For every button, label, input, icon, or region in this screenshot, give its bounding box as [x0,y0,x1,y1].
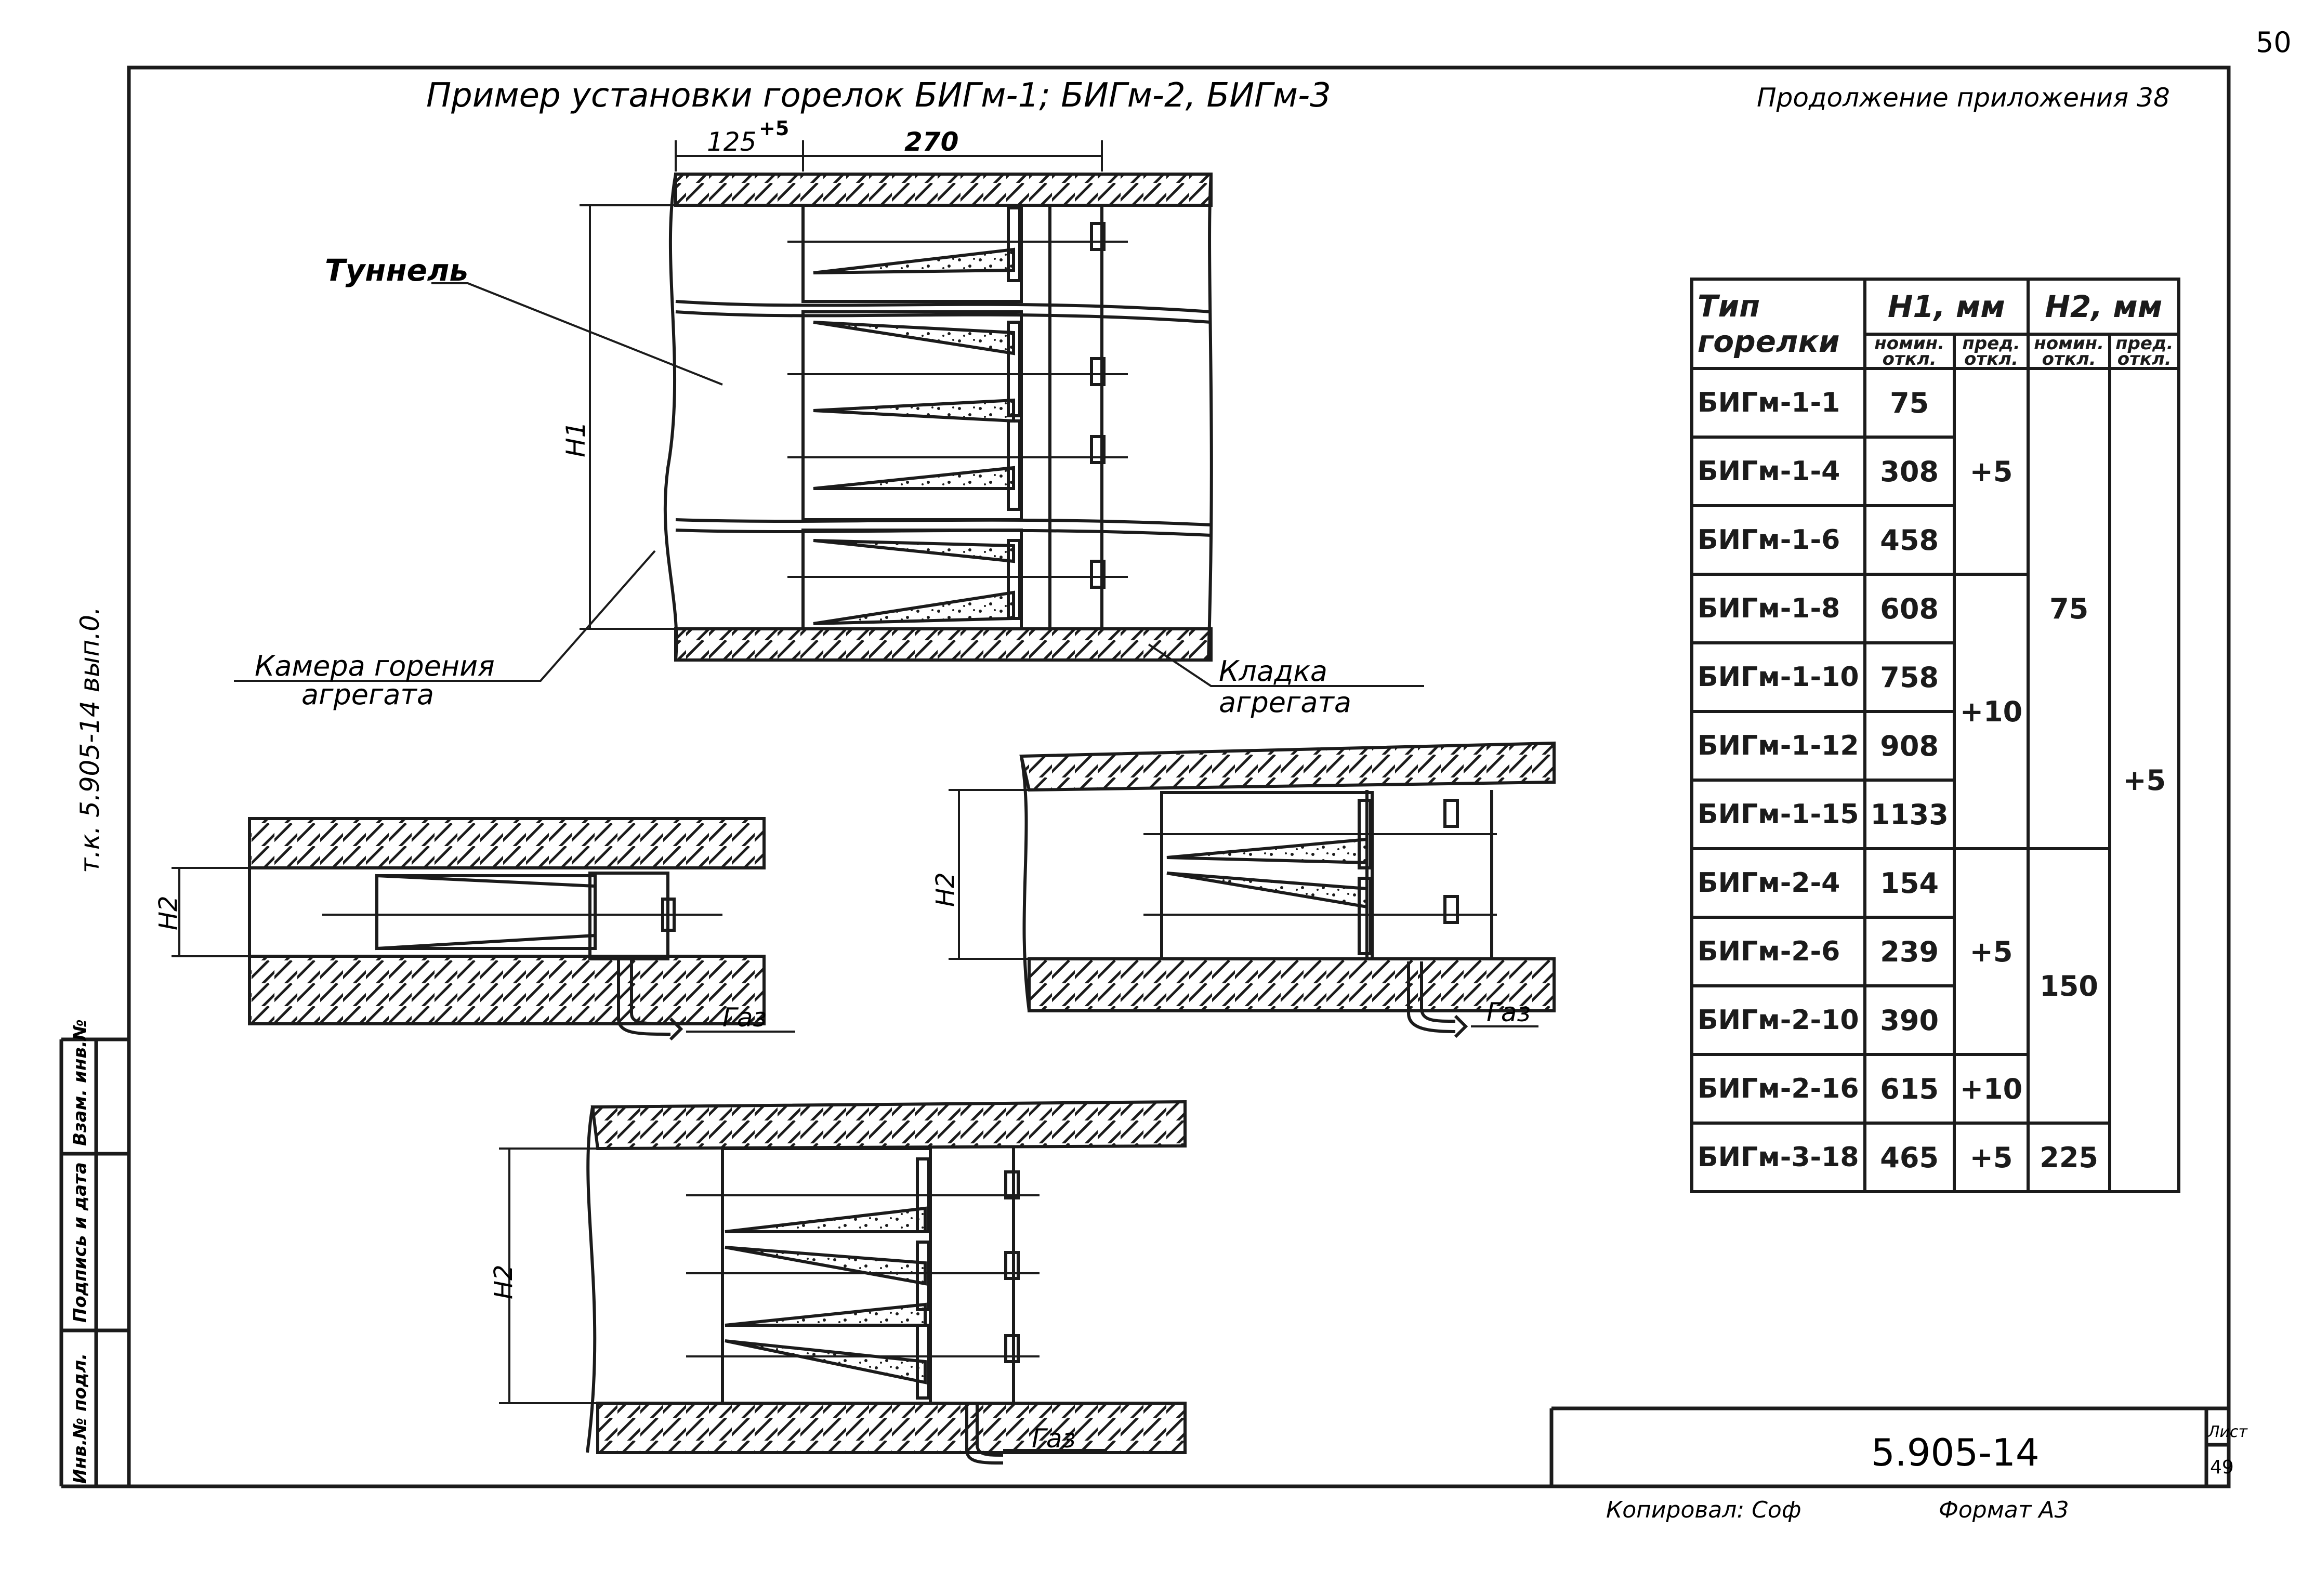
view-middle [949,741,1556,1038]
drawing-title: Пример установки горелок БИГм-1; БИГм-2,… [426,76,1331,115]
table-row: БИГм-1-4 308 [1690,436,2179,507]
view-bottom [499,1100,1187,1465]
h2-nom-a: 75 [2027,367,2112,850]
table-row: БИГм-1-6 458 [1690,504,2179,576]
col-type-line1: Тип [1698,288,1760,324]
h2-nom-c: 225 [2027,1122,2112,1193]
label-gas-small: Газ [722,1003,767,1033]
dim-h2-bottom: H2 [489,1264,518,1299]
h1-value: 75 [1863,367,1956,439]
h1-value: 908 [1863,710,1956,782]
label-gas-middle: Газ [1487,997,1531,1027]
view-small [172,817,795,1041]
h1-tol-b: +10 [1952,573,2030,850]
table-row: БИГм-1-8 608 +10 [1690,573,2179,850]
burner-type: БИГм-2-16 [1690,1053,1866,1125]
burner-type: БИГм-1-12 [1690,710,1866,782]
continuation-note: Продолжение приложения 38 [1757,83,2170,113]
h1-value: 615 [1863,1053,1956,1125]
burner-type: БИГм-1-1 [1690,367,1866,439]
dim-h2-middle: H2 [931,872,960,907]
burner-type: БИГм-1-4 [1690,436,1866,507]
stamp-sign: Подпись и дата [70,1162,90,1323]
sheet-label: Лист [2207,1423,2248,1441]
h1-tol-d: +10 [1952,1053,2030,1125]
h1-value: 239 [1863,916,1956,987]
burner-type: БИГм-2-4 [1690,847,1866,919]
sheet-frame [59,65,2231,1488]
h1-tol-e: +5 [1952,1122,2030,1193]
label-masonry-2: агрегата [1219,686,1351,719]
col-h1: H1, мм [1863,278,2030,336]
h1-tol-a: +5 [1952,367,2030,576]
h1-value: 154 [1863,847,1956,919]
dim-h1: H1 [561,421,591,457]
dim-125-tol: +5 [759,117,789,140]
sub-h1-nom: номин. откл. [1863,333,1956,370]
footer-copied: Копировал: Соф [1606,1497,1801,1523]
burner-type: БИГм-2-10 [1690,984,1866,1056]
col-type: Тип горелки [1690,278,1866,370]
h2-tol: +5 [2108,367,2181,1193]
burner-type: БИГм-2-6 [1690,916,1866,987]
dim-h2-small: H2 [154,895,183,930]
sub-h2-nom: номин. откл. [2027,333,2112,370]
footer-format: Формат А3 [1939,1497,2069,1523]
h1-tol-c: +5 [1952,847,2030,1056]
title-block [1549,1406,2229,1486]
burner-type: БИГм-1-6 [1690,504,1866,576]
table-row: БИГм-2-10 390 [1690,984,2179,1056]
stamp-inv: Инв.№ подл. [70,1353,90,1484]
h1-value: 608 [1863,573,1956,644]
stamp-replace: Взам. инв.№ [70,1019,90,1146]
burner-type: БИГм-1-8 [1690,573,1866,644]
table-row: БИГм-1-10 758 [1690,641,2179,713]
sub-h2-pred: пред. откл. [2108,333,2181,370]
label-chamber-2: агрегата [301,678,434,711]
col-h2: H2, мм [2027,278,2181,336]
label-gas-bottom: Газ [1032,1423,1076,1454]
table-row: БИГм-2-4 154 +5 150 [1690,847,2179,1125]
burner-type: БИГм-1-15 [1690,779,1866,850]
label-chamber-1: Камера горения [255,650,495,682]
dim-270: 270 [904,127,958,157]
doc-code: 5.905-14 [1871,1431,2040,1474]
view-top [234,140,1424,687]
burner-type: БИГм-3-18 [1690,1122,1866,1193]
table-row: БИГм-1-15 1133 [1690,779,2179,850]
burner-table: Тип горелки H1, мм H2, мм номин. откл. п… [1690,278,2181,1193]
stamp-album: т.к. 5.905-14 вып.0. [75,606,105,873]
label-masonry-1: Кладка [1219,655,1327,688]
table-row: БИГм-3-18 465 +5 225 [1690,1122,2179,1193]
h1-value: 458 [1863,504,1956,576]
burner-type: БИГм-1-10 [1690,641,1866,713]
sub-h1-pred: пред. откл. [1952,333,2030,370]
h1-value: 758 [1863,641,1956,713]
h1-value: 308 [1863,436,1956,507]
sheet-number: 49 [2210,1457,2234,1478]
dim-125: 125 [707,127,756,157]
table-row: БИГм-2-6 239 [1690,916,2179,987]
h2-nom-b: 150 [2027,847,2112,1125]
table-row: БИГм-1-12 908 [1690,710,2179,782]
h1-value: 390 [1863,984,1956,1056]
h1-value: 1133 [1863,779,1956,850]
table-row: БИГм-1-1 75 +5 75 +5 [1690,367,2181,1193]
page-number: 50 [2256,26,2292,59]
label-tunnel: Туннель [325,253,468,288]
h1-value: 465 [1863,1122,1956,1193]
table-row: БИГм-2-16 615 +10 [1690,1053,2179,1125]
col-type-line2: горелки [1698,324,1840,359]
